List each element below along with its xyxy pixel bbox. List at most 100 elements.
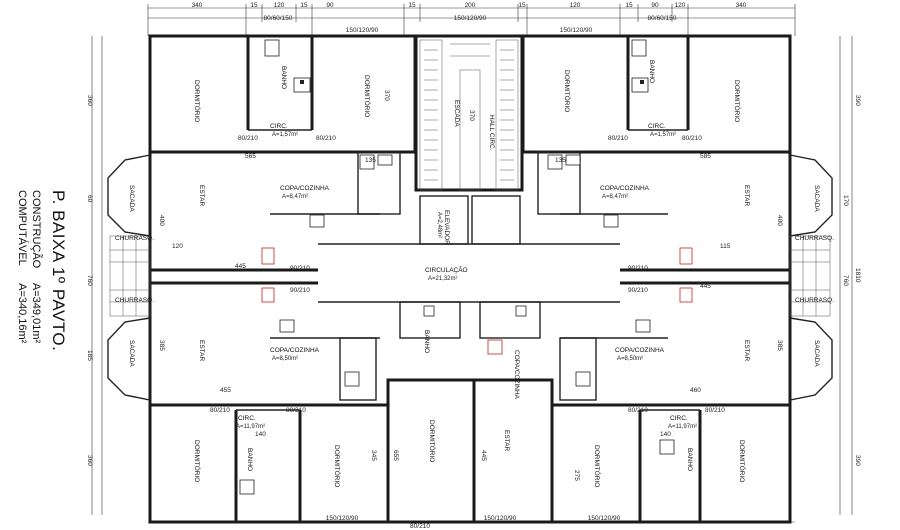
door-dim-7: 90/210 bbox=[628, 265, 648, 272]
door-dim-13: 120 bbox=[172, 243, 183, 250]
room-estar-tr: ESTAR bbox=[743, 185, 750, 206]
door-dim-8: 90/210 bbox=[628, 287, 648, 294]
dim-left-5: 360 bbox=[86, 455, 93, 466]
dim-top-7: 200 bbox=[465, 2, 476, 9]
door-dim-9: 80/210 bbox=[210, 407, 230, 414]
dim-left-2: 60 bbox=[86, 195, 93, 203]
room-copa-tl: COPA/COZINHA bbox=[280, 185, 330, 192]
door-dim-12: 80/210 bbox=[705, 407, 725, 414]
door-dim-11: 80/210 bbox=[628, 407, 648, 414]
wall-dim-1: 565 bbox=[245, 153, 256, 160]
top-dimension-line: 340 15 120 15 90 15 200 15 120 15 340 90… bbox=[147, 2, 796, 36]
plan-computavel: COMPUTÁVEL A=340,16m² bbox=[16, 190, 28, 343]
room-dormitorio-bl2: DORMITÓRIO bbox=[333, 445, 342, 487]
room-sacada-bl: SACADA bbox=[128, 340, 135, 367]
door-dim-4: 80/210 bbox=[682, 135, 702, 142]
room-sacada-tr: SACADA bbox=[813, 185, 820, 212]
dim-top-8: 15 bbox=[518, 2, 526, 9]
dim-right-5: 390 bbox=[854, 455, 861, 466]
fixtures bbox=[239, 39, 675, 495]
interior-walls bbox=[236, 129, 700, 411]
computavel-label: COMPUTÁVEL bbox=[16, 190, 28, 266]
dim-top-3: 120 bbox=[274, 2, 285, 9]
dim-right-1: 390 bbox=[854, 95, 861, 106]
room-dormitorio-tr2: DORMITÓRIO bbox=[563, 70, 572, 112]
room-hall: HALL CIRC. bbox=[488, 115, 495, 151]
room-dormitorio-tl2: DORMITÓRIO bbox=[363, 75, 372, 117]
balcony-br bbox=[789, 317, 833, 401]
wall-dim-8: 445 bbox=[480, 450, 487, 461]
wall-dim-10: 370 bbox=[383, 90, 390, 101]
room-churras-br: CHURRASQ. bbox=[795, 297, 834, 304]
wall-dim-5: 455 bbox=[220, 387, 231, 394]
door-dim-15: 135 bbox=[365, 157, 376, 164]
door-dim-16: 135 bbox=[555, 157, 566, 164]
door-dim-5: 90/210 bbox=[290, 265, 310, 272]
room-circ-br: CIRC. bbox=[670, 415, 688, 422]
room-circ-bl: CIRC. bbox=[238, 415, 256, 422]
door-dim-10: 80/210 bbox=[286, 407, 306, 414]
dim-top-6: 15 bbox=[408, 2, 416, 9]
wall-dim-9: 370 bbox=[468, 110, 475, 121]
left-dimension-line: 360 60 760 185 360 bbox=[86, 36, 103, 515]
room-dormitorio-tr1: DORMITÓRIO bbox=[733, 80, 742, 122]
door-dim-1: 80/210 bbox=[238, 135, 258, 142]
room-banho-br: BANHO bbox=[686, 448, 693, 471]
wall-dim-3: 445 bbox=[235, 263, 246, 270]
dim-top-11: 340 bbox=[736, 2, 747, 9]
dim-right-3: 1810 bbox=[854, 268, 861, 283]
dim-top-2: 15 bbox=[250, 2, 258, 9]
dim-top-13: 120 bbox=[675, 2, 686, 9]
room-churras-bl: CHURRASQ. bbox=[115, 297, 154, 304]
dim-label-4: 150/120/90 bbox=[560, 27, 593, 34]
dim-label-3: 150/120/90 bbox=[454, 15, 487, 22]
plan-title: P. BAIXA 1º PAVTO. bbox=[49, 190, 68, 352]
room-estar-bm: ESTAR bbox=[503, 430, 510, 451]
area-circ-br: A=11,97m² bbox=[668, 424, 697, 430]
wall-dim-14: 385 bbox=[776, 340, 783, 351]
bbq-left bbox=[109, 235, 151, 317]
room-dormitorio-br1: DORMITÓRIO bbox=[738, 440, 747, 482]
dim-left-4: 185 bbox=[86, 350, 93, 361]
room-copa-tr: COPA/COZINHA bbox=[600, 185, 650, 192]
room-sacada-tl: SACADA bbox=[128, 185, 135, 212]
construcao-area: A=349,01m² bbox=[30, 282, 42, 344]
room-banho-tl: BANHO bbox=[280, 66, 287, 89]
room-dormitorio-bm1: DORMITÓRIO bbox=[428, 420, 437, 462]
plan-construcao: CONSTRUÇÃO A=349,01m² bbox=[30, 190, 42, 343]
room-banho-bl: BANHO bbox=[246, 448, 253, 471]
area-elevador: A=2,48m² bbox=[436, 212, 442, 238]
dim-top-10: 15 bbox=[625, 2, 633, 9]
room-estar-tl: ESTAR bbox=[198, 185, 205, 206]
area-circulacao: A=21,32m² bbox=[428, 276, 458, 282]
room-copa-bm: COPA/COZINHA bbox=[513, 350, 520, 400]
wall-dim-16: 275 bbox=[573, 470, 580, 481]
dim-bottom-1: 150/120/90 bbox=[326, 515, 359, 522]
dim-label-1: 80/60/150 bbox=[264, 15, 293, 22]
dim-left-1: 360 bbox=[86, 95, 93, 106]
outer-walls bbox=[148, 34, 792, 524]
area-circ-tr: A=1,57m² bbox=[650, 132, 676, 138]
room-dormitorio-bl1: DORMITÓRIO bbox=[193, 440, 202, 482]
balcony-bl bbox=[107, 317, 151, 401]
staircase bbox=[419, 39, 519, 191]
construcao-label: CONSTRUÇÃO bbox=[30, 190, 42, 269]
dim-right-4: 760 bbox=[842, 275, 849, 286]
room-churras-tl: CHURRASQ. bbox=[115, 235, 154, 242]
room-estar-bl: ESTAR bbox=[198, 340, 205, 361]
door-dim-14: 115 bbox=[720, 243, 731, 250]
wall-dim-13: 385 bbox=[158, 340, 165, 351]
door-dim-3: 80/210 bbox=[608, 135, 628, 142]
wall-dim-11: 400 bbox=[158, 215, 165, 226]
area-copa-tr: A=8,47m² bbox=[602, 194, 628, 200]
dim-label-5: 80/60/150 bbox=[648, 15, 677, 22]
wall-dim-12: 400 bbox=[776, 215, 783, 226]
room-circ-tr: CIRC. bbox=[648, 123, 666, 130]
room-circulacao: CIRCULAÇÃO bbox=[425, 265, 468, 274]
dim-right-2: 170 bbox=[842, 195, 849, 206]
dim-top-9: 120 bbox=[570, 2, 581, 9]
dim-left-3: 760 bbox=[86, 275, 93, 286]
wall-dim-15: 345 bbox=[370, 450, 377, 461]
room-copa-br: COPA/COZINHA bbox=[615, 347, 665, 354]
